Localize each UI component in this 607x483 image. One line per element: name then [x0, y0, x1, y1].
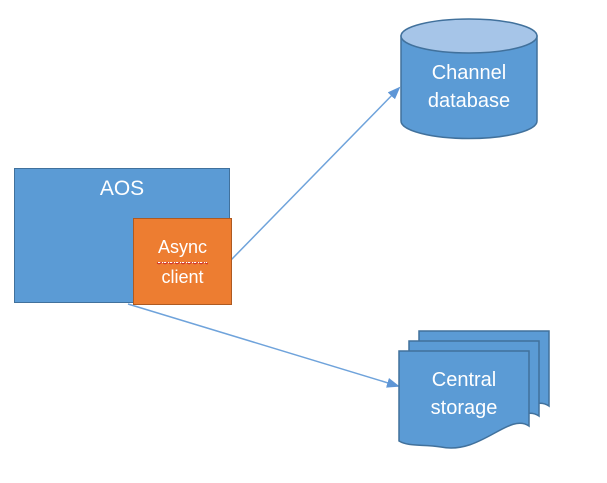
cylinder-top: [400, 18, 538, 54]
central-storage-label-line1: Central: [431, 369, 497, 391]
aos-label: AOS: [99, 177, 145, 200]
node-central-storage: Central storage: [397, 329, 555, 454]
node-channel-database: Channel database: [400, 18, 538, 140]
central-storage-label: Central storage: [399, 366, 529, 422]
async-client-label-line1: Async: [156, 233, 209, 266]
async-client-label-line2: client: [161, 266, 204, 287]
channel-database-label-line2: database: [427, 90, 511, 112]
document-front: [398, 350, 530, 449]
arrow-aos-to-central-storage: [127, 303, 400, 388]
async-client-label: Async client: [156, 233, 209, 291]
channel-database-label-line1: Channel: [431, 62, 507, 84]
channel-database-label: Channel database: [400, 59, 538, 115]
cylinder-body: [400, 35, 538, 140]
central-storage-label-line2: storage: [430, 397, 498, 419]
document-stack-icon: [398, 330, 550, 449]
arrow-async-client-to-channel-database: [230, 86, 401, 261]
database-cylinder-icon: [400, 18, 538, 140]
node-async-client: Async client: [133, 218, 232, 305]
